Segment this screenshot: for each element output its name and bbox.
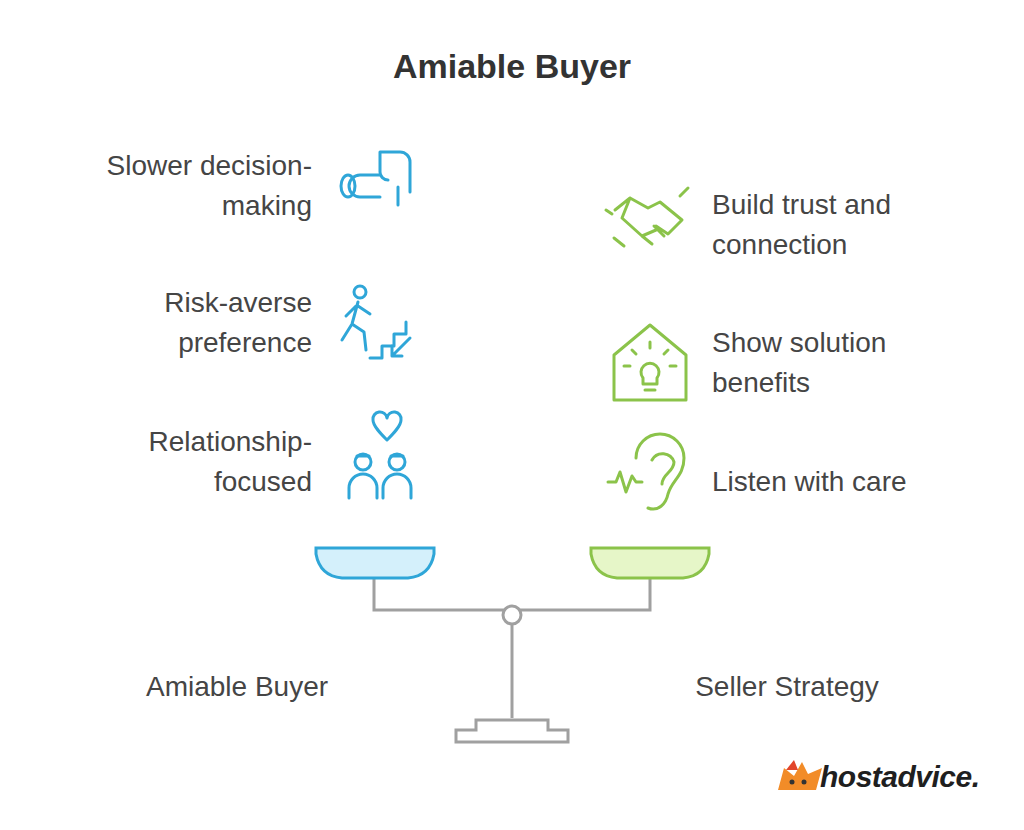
heart-icon <box>373 412 401 440</box>
buyer-trait: Slower decision-making <box>62 146 312 226</box>
seller-strategy-item: Listen with care <box>712 462 962 502</box>
scale <box>316 548 709 742</box>
person-icon <box>349 456 411 498</box>
scale-side-label: Amiable Buyer <box>97 667 377 707</box>
scale-post <box>511 624 514 718</box>
scale-pivot <box>503 606 521 624</box>
person-icon <box>354 286 366 298</box>
logo-mark <box>778 760 822 790</box>
arrow-icon <box>392 338 410 356</box>
watermark: hostadvice. <box>820 757 1010 797</box>
handshake-icon <box>606 188 688 246</box>
scale-side-label: Seller Strategy <box>647 667 927 707</box>
buyer-trait: Relationship-focused <box>62 422 312 502</box>
bulb-icon <box>624 342 676 390</box>
house-icon <box>614 325 686 400</box>
pipe-icon <box>341 175 355 197</box>
buyer-trait: Risk-averse preference <box>62 283 312 363</box>
ear-icon <box>636 434 684 509</box>
scale-pan <box>591 548 709 578</box>
right-icons <box>606 188 688 509</box>
scale-pan <box>316 548 434 578</box>
sound-icon <box>608 472 642 492</box>
seller-strategy-item: Build trust and connection <box>712 185 962 265</box>
scale-base <box>456 720 568 742</box>
seller-strategy-item: Show solution benefits <box>712 323 962 403</box>
person-icon <box>342 302 370 350</box>
pipe-icon <box>349 152 410 205</box>
diagram-title: Amiable Buyer <box>0 46 1024 86</box>
stairs-icon <box>370 322 406 358</box>
left-icons <box>341 152 411 498</box>
